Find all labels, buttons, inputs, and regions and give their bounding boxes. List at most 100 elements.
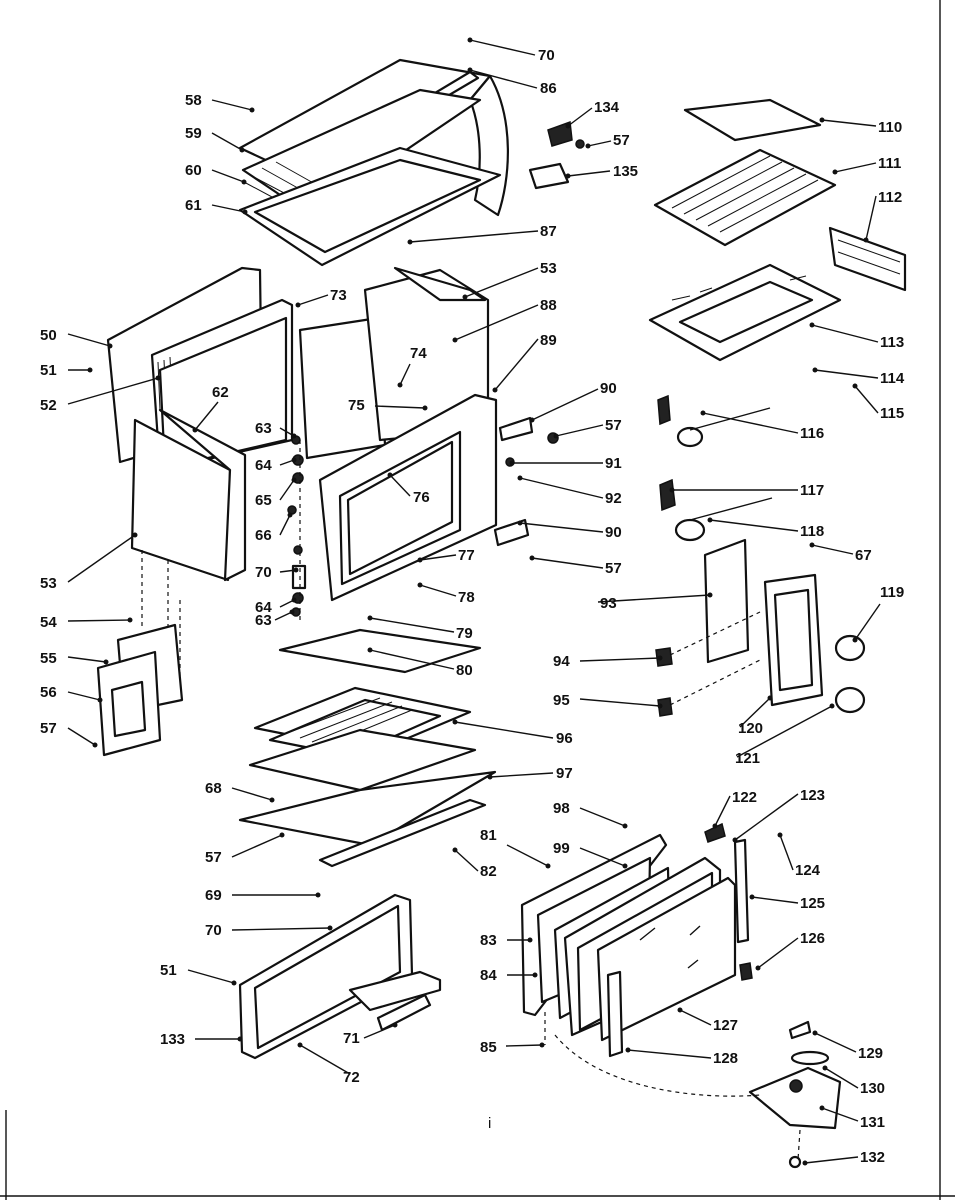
leader-arrow-96 — [452, 719, 458, 725]
leader-line-129 — [814, 1032, 857, 1053]
callout-label-63: 63 — [255, 420, 272, 437]
callout-label-70: 70 — [255, 564, 272, 581]
leader-arrow-111 — [832, 169, 838, 175]
callout-label-74: 74 — [410, 345, 427, 362]
leader-arrow-70 — [327, 925, 333, 931]
leader-line-70 — [231, 927, 331, 931]
callout-label-99: 99 — [553, 840, 570, 857]
leader-line-56 — [67, 691, 101, 701]
leader-line-58 — [211, 99, 253, 111]
leader-line-75 — [374, 405, 426, 409]
callout-label-81: 81 — [480, 827, 497, 844]
leader-arrow-119 — [852, 637, 858, 643]
leader-line-55 — [67, 656, 107, 663]
leader-arrow-69 — [315, 892, 321, 898]
leader-arrow-67 — [809, 542, 815, 548]
callout-label-113: 113 — [880, 334, 904, 351]
callout-label-90: 90 — [600, 380, 617, 397]
leader-line-92 — [519, 477, 604, 499]
callout-label-64: 64 — [255, 599, 272, 616]
callout-label-70: 70 — [538, 47, 555, 64]
leader-line-76 — [389, 474, 411, 497]
callout-label-122: 122 — [732, 789, 757, 806]
callout-label-93: 93 — [600, 595, 617, 612]
leader-arrow-53 — [132, 532, 138, 538]
callout-label-117: 117 — [800, 482, 824, 499]
leader-line-93 — [597, 594, 711, 603]
leader-arrow-74 — [397, 382, 403, 388]
leader-arrow-92 — [517, 475, 523, 481]
leader-arrow-61 — [242, 209, 248, 215]
leader-arrow-126 — [755, 965, 761, 971]
leader-arrow-59 — [239, 147, 245, 153]
leader-arrow-73 — [295, 302, 301, 308]
callout-label-134: 134 — [594, 99, 620, 116]
right-side-brackets — [493, 416, 559, 547]
leader-arrow-110 — [819, 117, 825, 123]
leader-line-67 — [811, 544, 854, 555]
callout-label-95: 95 — [553, 692, 570, 709]
leader-line-111 — [834, 162, 877, 173]
callout-label-116: 116 — [800, 425, 824, 442]
leader-arrow-135 — [565, 173, 571, 179]
callout-label-64: 64 — [255, 457, 272, 474]
leader-line-110 — [821, 119, 877, 127]
callout-label-135: 135 — [613, 163, 638, 180]
leader-arrow-129 — [812, 1030, 818, 1036]
callout-label-69: 69 — [205, 887, 222, 904]
leader-arrow-86 — [467, 67, 473, 73]
leader-line-86 — [469, 69, 538, 89]
leader-line-52 — [67, 377, 159, 405]
leader-line-94 — [579, 657, 661, 662]
leader-arrow-97 — [487, 774, 493, 780]
callout-label-57: 57 — [605, 560, 622, 577]
drawer-front — [238, 893, 442, 1060]
callout-label-124: 124 — [795, 862, 821, 879]
leader-line-121 — [736, 705, 833, 758]
leader-arrow-77 — [417, 557, 423, 563]
left-outer-panels — [130, 408, 247, 690]
callout-label-112: 112 — [878, 189, 902, 206]
leader-arrow-130 — [822, 1065, 828, 1071]
leader-arrow-63 — [291, 433, 297, 439]
hinge-hardware-column — [287, 435, 307, 620]
leader-arrow-76 — [387, 472, 393, 478]
callout-label-72: 72 — [343, 1069, 360, 1086]
callout-label-131: 131 — [860, 1114, 885, 1131]
leader-line-97 — [489, 772, 554, 778]
callout-label-86: 86 — [540, 80, 557, 97]
leader-line-57 — [555, 424, 604, 437]
leader-arrow-51 — [231, 980, 237, 986]
callout-label-123: 123 — [800, 787, 825, 804]
callout-label-83: 83 — [480, 932, 497, 949]
callout-label-57: 57 — [605, 417, 622, 434]
leader-line-65 — [279, 479, 295, 501]
callout-label-54: 54 — [40, 614, 57, 631]
leader-arrow-68 — [269, 797, 275, 803]
leader-arrow-95 — [657, 703, 663, 709]
leader-line-90 — [519, 522, 604, 533]
callout-label-65: 65 — [255, 492, 272, 509]
leader-arrow-60 — [241, 179, 247, 185]
callout-label-53: 53 — [40, 575, 57, 592]
leader-arrow-91 — [509, 460, 515, 466]
callout-label-53: 53 — [540, 260, 557, 277]
callout-label-118: 118 — [800, 523, 824, 540]
callout-label-110: 110 — [878, 119, 902, 136]
leader-line-98 — [579, 807, 626, 827]
leader-line-124 — [779, 834, 794, 871]
leader-arrow-93 — [707, 592, 713, 598]
leader-arrow-72 — [297, 1042, 303, 1048]
top-right-panels — [648, 98, 907, 362]
callout-label-57: 57 — [40, 720, 57, 737]
callout-label-63: 63 — [255, 612, 272, 629]
leader-line-112 — [865, 195, 877, 241]
leader-line-126 — [757, 937, 799, 969]
leader-line-132 — [804, 1156, 859, 1164]
leader-line-64 — [279, 599, 295, 608]
leader-line-123 — [734, 793, 799, 841]
callout-label-75: 75 — [348, 397, 365, 414]
callout-label-125: 125 — [800, 895, 825, 912]
leader-line-96 — [454, 721, 554, 739]
callout-label-51: 51 — [160, 962, 177, 979]
